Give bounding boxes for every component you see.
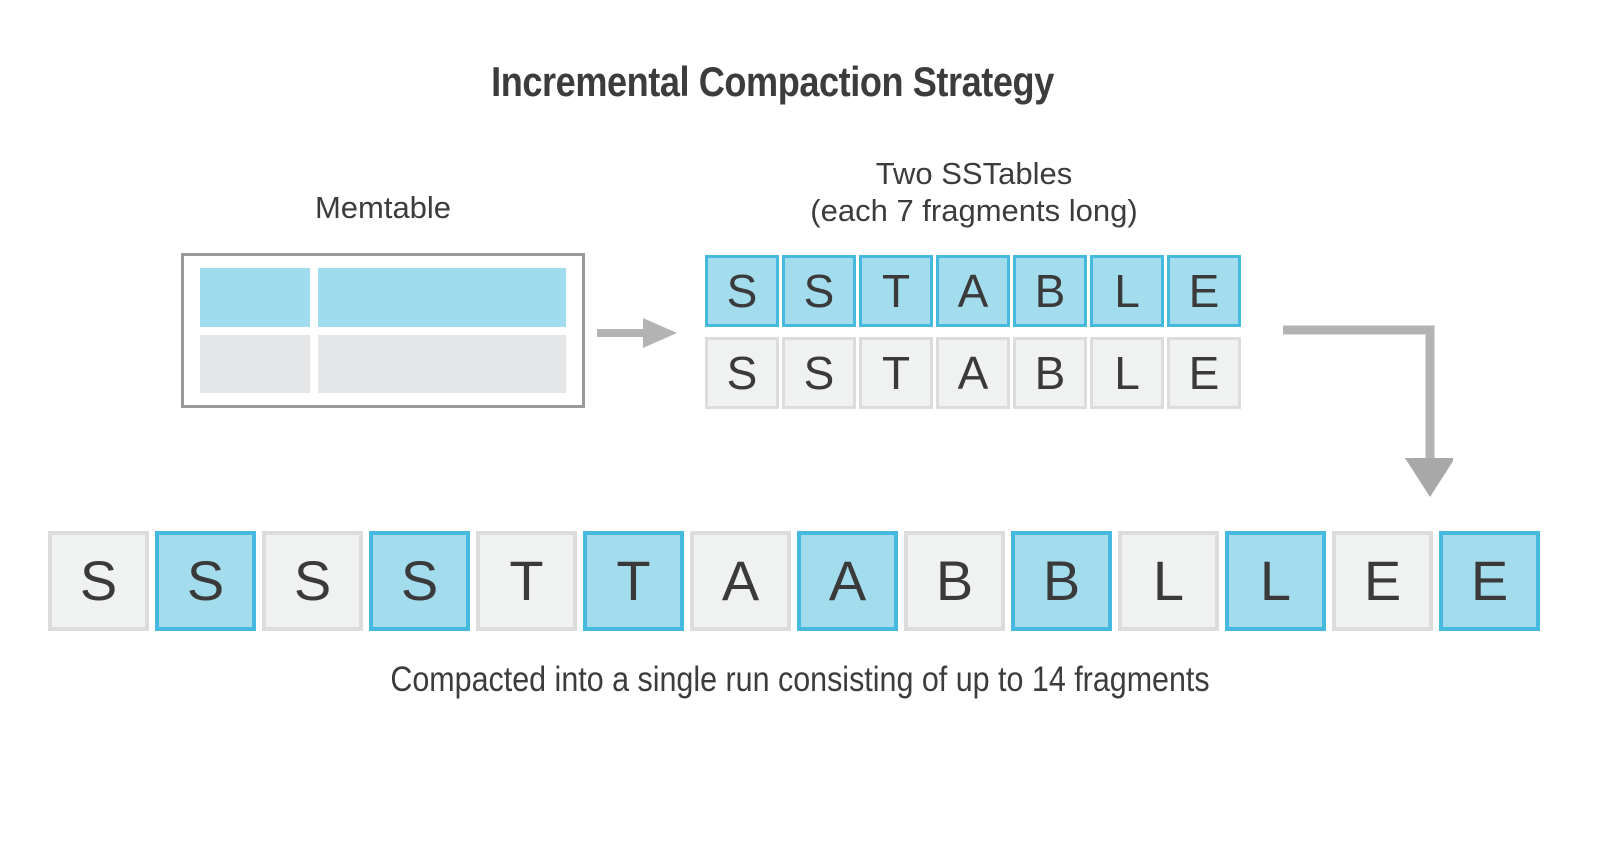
sstable-fragment: B [1013, 337, 1087, 409]
sstable-fragment: E [1167, 337, 1241, 409]
memtable-box [181, 253, 585, 408]
compacted-fragment: T [583, 531, 684, 631]
compacted-fragment: A [797, 531, 898, 631]
compacted-caption: Compacted into a single run consisting o… [390, 660, 1210, 699]
memtable-grid [200, 268, 566, 393]
memtable-cell-value-filled [318, 268, 566, 327]
compacted-fragment: S [369, 531, 470, 631]
arrow-elbow-down-icon [1283, 325, 1453, 497]
compacted-fragment: E [1439, 531, 1540, 631]
sstable-fragment: L [1090, 337, 1164, 409]
sstables-label-line2: (each 7 fragments long) [810, 193, 1138, 228]
compacted-fragment: T [476, 531, 577, 631]
sstable-fragment: T [859, 337, 933, 409]
compacted-fragment: B [904, 531, 1005, 631]
sstable-fragment: S [705, 255, 779, 327]
sstable-fragment: E [1167, 255, 1241, 327]
sstables-label: Two SSTables (each 7 fragments long) [705, 155, 1243, 229]
sstables-label-line1: Two SSTables [875, 156, 1073, 191]
sstable-fragment: A [936, 255, 1010, 327]
page-title: Incremental Compaction Strategy [491, 58, 1054, 105]
memtable-cell-value-empty [318, 334, 566, 393]
sstable-fragment: L [1090, 255, 1164, 327]
sstable-fragment: S [782, 337, 856, 409]
compacted-fragment: E [1332, 531, 1433, 631]
sstable-fragment: B [1013, 255, 1087, 327]
sstable-fragment: S [782, 255, 856, 327]
compacted-fragment: B [1011, 531, 1112, 631]
sstable-fragment: S [705, 337, 779, 409]
compacted-fragment: L [1118, 531, 1219, 631]
compacted-fragment: S [262, 531, 363, 631]
memtable-cell-key-filled [200, 268, 310, 327]
compacted-fragment: S [48, 531, 149, 631]
compacted-fragment: S [155, 531, 256, 631]
memtable-label: Memtable [314, 190, 452, 225]
sstable-fragment: A [936, 337, 1010, 409]
arrow-right-icon [597, 318, 677, 348]
memtable-cell-key-empty [200, 334, 310, 393]
compacted-fragment: L [1225, 531, 1326, 631]
compacted-fragment: A [690, 531, 791, 631]
sstable-fragment: T [859, 255, 933, 327]
